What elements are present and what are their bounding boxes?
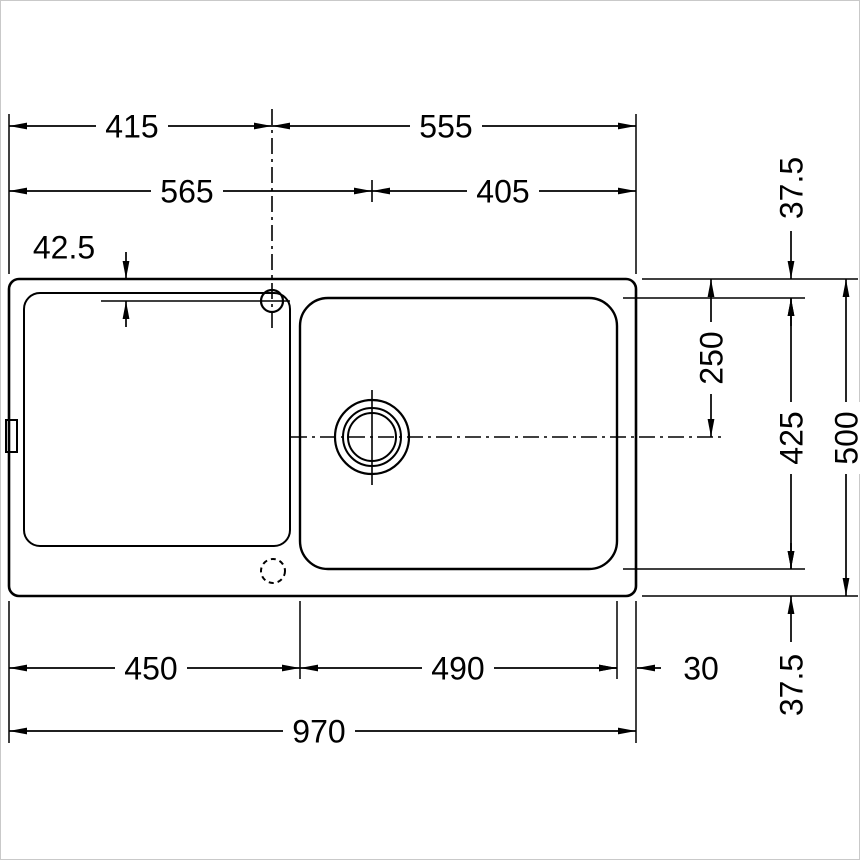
- dim-label-970: 970: [292, 714, 345, 750]
- dim-label-555: 555: [419, 109, 472, 145]
- dim-label-37_5-top: 37.5: [774, 157, 810, 219]
- dim-label-500-group: 500: [829, 402, 860, 474]
- dim-label-425: 425: [774, 411, 810, 464]
- label-bg: [410, 109, 482, 143]
- dim-label-250-group: 250: [694, 322, 730, 394]
- dimension-labels: 415 555 565 405 42.5 450 490 30 970: [33, 109, 860, 750]
- dim-label-490: 490: [431, 651, 484, 687]
- centerlines: [101, 109, 721, 485]
- dim-label-450-group: 450: [115, 651, 187, 687]
- label-bg: [283, 714, 355, 748]
- label-bg: [774, 402, 808, 474]
- bowl-outline: [298, 296, 619, 571]
- label-bg: [829, 402, 860, 474]
- overflow-notch: [5, 419, 18, 453]
- extension-lines: [8, 114, 858, 743]
- dimension-lines: [9, 122, 850, 735]
- dim-label-565: 565: [160, 174, 213, 210]
- dim-label-250: 250: [694, 331, 730, 384]
- dim-label-405: 405: [476, 174, 529, 210]
- dim-label-30: 30: [683, 651, 719, 687]
- dim-label-37_5-bottom-group: 37.5: [774, 642, 810, 728]
- label-bg: [694, 322, 728, 394]
- label-bg: [774, 642, 808, 728]
- drainboard-outline: [23, 292, 291, 547]
- dim-label-555-group: 555: [410, 109, 482, 145]
- sink-outline: [7, 277, 638, 598]
- dim-label-37_5-top-group: 37.5: [774, 145, 810, 231]
- label-bg: [774, 145, 808, 231]
- dim-label-415: 415: [105, 109, 158, 145]
- dim-label-405-group: 405: [467, 174, 539, 210]
- label-bg: [96, 109, 168, 143]
- label-bg: [151, 174, 223, 208]
- dim-label-450: 450: [124, 651, 177, 687]
- dim-label-42_5: 42.5: [33, 230, 95, 266]
- dim-label-500: 500: [829, 411, 860, 464]
- label-bg: [467, 174, 539, 208]
- dim-label-970-group: 970: [283, 714, 355, 750]
- dim-label-565-group: 565: [151, 174, 223, 210]
- dim-label-490-group: 490: [422, 651, 494, 687]
- label-bg: [422, 651, 494, 685]
- optional-hole-dashed: [260, 558, 286, 584]
- label-bg: [115, 651, 187, 685]
- dim-label-37_5-bottom: 37.5: [774, 654, 810, 716]
- dim-label-415-group: 415: [96, 109, 168, 145]
- dim-label-425-group: 425: [774, 402, 810, 474]
